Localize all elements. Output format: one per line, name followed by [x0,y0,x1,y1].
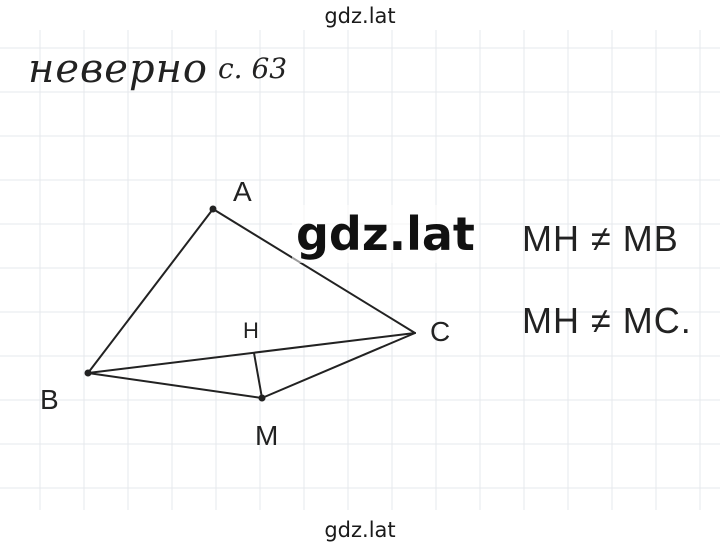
label-c: C [430,316,451,347]
segment-bc [87,332,416,374]
segment-bm [87,372,263,399]
note-mh-mc: MH ≠ MC. [522,300,692,341]
label-m: M [255,420,279,451]
watermark-bottom: gdz.lat [324,518,396,542]
watermark-center: gdz.lat [292,205,479,263]
segment-ac [212,208,416,334]
point-m [258,394,266,402]
point-b [84,369,92,377]
segment-mh [253,352,263,399]
label-h: H [243,318,259,343]
point-a [209,205,217,213]
heading-word: неверно [28,46,209,92]
label-a: A [233,176,252,207]
watermark-top: gdz.lat [324,4,396,28]
segment-ab [87,208,214,374]
page-reference: с. 63 [218,52,288,85]
note-mh-mb: MH ≠ MB [522,218,679,259]
segment-mc [261,332,416,399]
label-b: B [40,384,59,415]
